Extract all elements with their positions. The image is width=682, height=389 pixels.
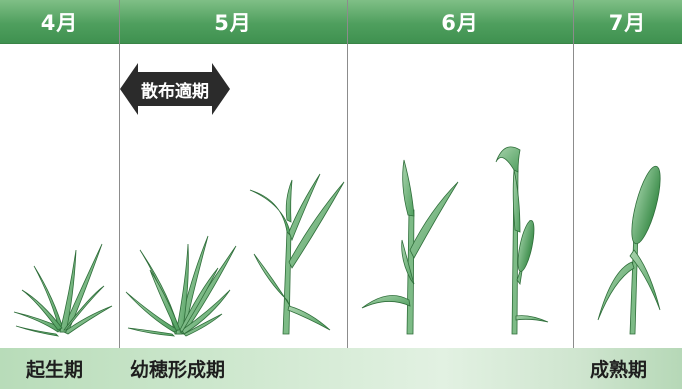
plant-may-tillering (125, 235, 237, 337)
month-july: 7月 (608, 11, 647, 35)
plant-may-elongation (249, 173, 345, 335)
month-may: 5月 (214, 11, 252, 35)
plant-june-booting (361, 159, 459, 335)
divider-may-jun (347, 0, 348, 348)
growth-stage-bar (0, 348, 682, 389)
month-header-bar (0, 0, 682, 44)
plant-june-heading (495, 146, 549, 335)
divider-jun-jul (573, 0, 574, 348)
stage-maturity: 成熟期 (590, 359, 648, 381)
stage-young-panicle: 幼穂形成期 (130, 359, 226, 381)
plant-april-seedling (13, 243, 113, 337)
double-arrow-icon (120, 63, 230, 115)
month-april: 4月 (40, 11, 79, 35)
stage-seedling: 起生期 (26, 359, 84, 381)
spray-period-label: 散布適期 (141, 81, 209, 102)
month-june: 6月 (441, 11, 479, 35)
divider-apr-may (119, 0, 120, 348)
plant-july-mature (597, 165, 661, 335)
